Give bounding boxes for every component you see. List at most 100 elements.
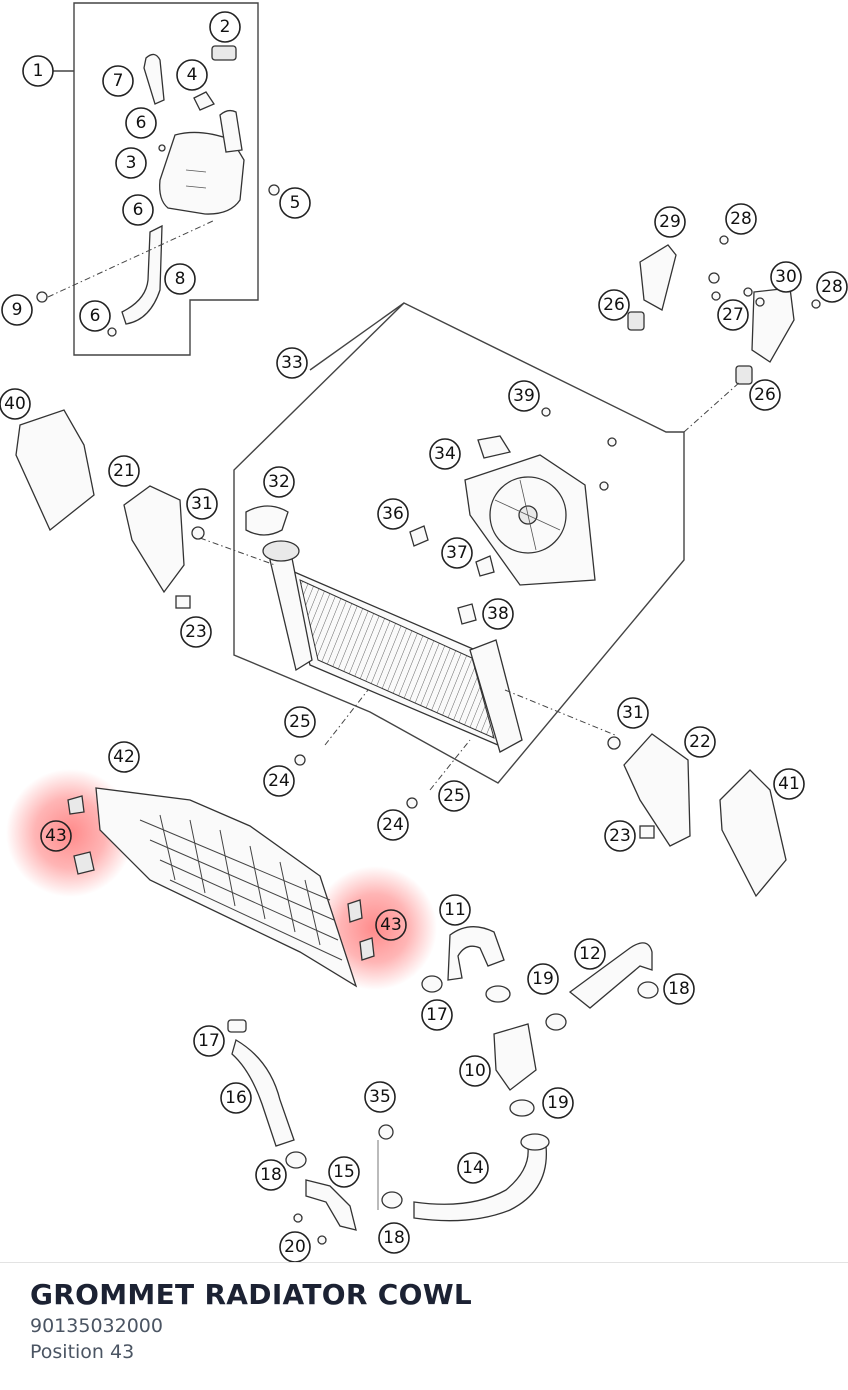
callout-34[interactable]: 34 bbox=[429, 438, 461, 470]
callout-28[interactable]: 28 bbox=[816, 271, 848, 303]
callout-20[interactable]: 20 bbox=[279, 1231, 311, 1262]
svg-text:40: 40 bbox=[4, 394, 26, 414]
callout-21[interactable]: 21 bbox=[108, 455, 140, 487]
callout-24[interactable]: 24 bbox=[263, 765, 295, 797]
svg-text:6: 6 bbox=[133, 200, 144, 220]
callout-40[interactable]: 40 bbox=[0, 388, 31, 420]
callout-11[interactable]: 11 bbox=[439, 894, 471, 926]
svg-text:19: 19 bbox=[532, 969, 554, 989]
parts-diagram: 1 2 7 4 6 3 5 6 8 9 6 29 28 30 28 26 27 … bbox=[0, 2, 848, 1262]
callout-43-highlighted[interactable]: 43 bbox=[375, 909, 407, 941]
svg-text:28: 28 bbox=[730, 209, 752, 229]
callout-12[interactable]: 12 bbox=[574, 938, 606, 970]
callout-38[interactable]: 38 bbox=[482, 598, 514, 630]
callout-9[interactable]: 9 bbox=[1, 294, 33, 326]
callout-32[interactable]: 32 bbox=[263, 466, 295, 498]
svg-text:23: 23 bbox=[609, 826, 631, 846]
svg-text:18: 18 bbox=[383, 1228, 405, 1248]
part-position: Position 43 bbox=[30, 1341, 135, 1363]
svg-text:24: 24 bbox=[382, 815, 404, 835]
callout-6[interactable]: 6 bbox=[79, 300, 111, 332]
callout-16[interactable]: 16 bbox=[220, 1082, 252, 1114]
svg-text:21: 21 bbox=[113, 461, 135, 481]
callout-5[interactable]: 5 bbox=[279, 187, 311, 219]
svg-text:31: 31 bbox=[622, 703, 644, 723]
radiator bbox=[199, 537, 616, 809]
callout-41[interactable]: 41 bbox=[773, 768, 805, 800]
callout-28[interactable]: 28 bbox=[725, 203, 757, 235]
callout-6[interactable]: 6 bbox=[122, 194, 154, 226]
svg-text:29: 29 bbox=[659, 212, 681, 232]
svg-text:42: 42 bbox=[113, 747, 135, 767]
callout-19[interactable]: 19 bbox=[542, 1087, 574, 1119]
mounting-brackets bbox=[627, 235, 821, 433]
callout-42[interactable]: 42 bbox=[108, 741, 140, 773]
callout-33[interactable]: 33 bbox=[276, 347, 308, 379]
svg-text:22: 22 bbox=[689, 732, 711, 752]
callout-3[interactable]: 3 bbox=[115, 147, 147, 179]
callout-18[interactable]: 18 bbox=[255, 1159, 287, 1191]
grommet-left-lower bbox=[73, 851, 95, 875]
radiator-cowl bbox=[67, 787, 375, 988]
side-covers bbox=[15, 409, 787, 898]
callout-35[interactable]: 35 bbox=[364, 1081, 396, 1113]
callout-18[interactable]: 18 bbox=[378, 1222, 410, 1254]
svg-text:30: 30 bbox=[775, 267, 797, 287]
callout-18[interactable]: 18 bbox=[663, 973, 695, 1005]
callout-8[interactable]: 8 bbox=[164, 263, 196, 295]
callout-15-text: 15 bbox=[333, 1162, 355, 1182]
callout-14[interactable]: 14 bbox=[457, 1152, 489, 1184]
svg-text:4: 4 bbox=[187, 65, 198, 85]
svg-text:17: 17 bbox=[426, 1005, 448, 1025]
svg-text:18: 18 bbox=[260, 1165, 282, 1185]
callout-19[interactable]: 19 bbox=[527, 963, 559, 995]
callout-26[interactable]: 26 bbox=[598, 289, 630, 321]
callout-25[interactable]: 25 bbox=[284, 706, 316, 738]
callout-31[interactable]: 31 bbox=[186, 488, 218, 520]
part-info-panel: GROMMET RADIATOR COWL 90135032000 Positi… bbox=[30, 1278, 472, 1363]
svg-text:37: 37 bbox=[446, 543, 468, 563]
svg-text:28: 28 bbox=[821, 277, 843, 297]
tank-group-frame bbox=[73, 2, 259, 356]
callout-15[interactable]: 15 bbox=[328, 1156, 360, 1188]
callout-17[interactable]: 17 bbox=[193, 1025, 225, 1057]
callout-7[interactable]: 7 bbox=[102, 65, 134, 97]
svg-text:43: 43 bbox=[380, 915, 402, 935]
callout-6[interactable]: 6 bbox=[125, 107, 157, 139]
callout-31[interactable]: 31 bbox=[617, 697, 649, 729]
grommet-right-lower bbox=[359, 937, 375, 961]
svg-text:20: 20 bbox=[284, 1237, 306, 1257]
svg-text:25: 25 bbox=[443, 786, 465, 806]
svg-text:16: 16 bbox=[225, 1088, 247, 1108]
callout-29[interactable]: 29 bbox=[654, 206, 686, 238]
svg-text:2: 2 bbox=[220, 17, 231, 37]
callout-26[interactable]: 26 bbox=[749, 379, 781, 411]
svg-text:5: 5 bbox=[290, 193, 301, 213]
callout-2[interactable]: 2 bbox=[209, 11, 241, 43]
callout-17[interactable]: 17 bbox=[421, 999, 453, 1031]
callout-25[interactable]: 25 bbox=[438, 780, 470, 812]
svg-text:31: 31 bbox=[191, 494, 213, 514]
callout-10[interactable]: 10 bbox=[459, 1055, 491, 1087]
svg-text:19: 19 bbox=[547, 1093, 569, 1113]
callout-27[interactable]: 27 bbox=[717, 299, 749, 331]
callout-37[interactable]: 37 bbox=[441, 537, 473, 569]
svg-text:8: 8 bbox=[175, 269, 186, 289]
part-name: GROMMET RADIATOR COWL bbox=[30, 1278, 473, 1311]
callout-36[interactable]: 36 bbox=[377, 498, 409, 530]
callout-30[interactable]: 30 bbox=[770, 261, 802, 293]
callout-24[interactable]: 24 bbox=[377, 809, 409, 841]
svg-text:36: 36 bbox=[382, 504, 404, 524]
callout-1[interactable]: 1 bbox=[22, 55, 54, 87]
callout-23[interactable]: 23 bbox=[180, 616, 212, 648]
svg-text:6: 6 bbox=[136, 113, 147, 133]
callout-39[interactable]: 39 bbox=[508, 380, 540, 412]
callout-23[interactable]: 23 bbox=[604, 820, 636, 852]
callout-43-highlighted[interactable]: 43 bbox=[40, 820, 72, 852]
svg-text:39: 39 bbox=[513, 386, 535, 406]
callout-22[interactable]: 22 bbox=[684, 726, 716, 758]
radiator-group-frame bbox=[233, 302, 685, 784]
callout-4[interactable]: 4 bbox=[176, 59, 208, 91]
svg-text:12: 12 bbox=[579, 944, 601, 964]
expansion-tank bbox=[36, 45, 280, 337]
